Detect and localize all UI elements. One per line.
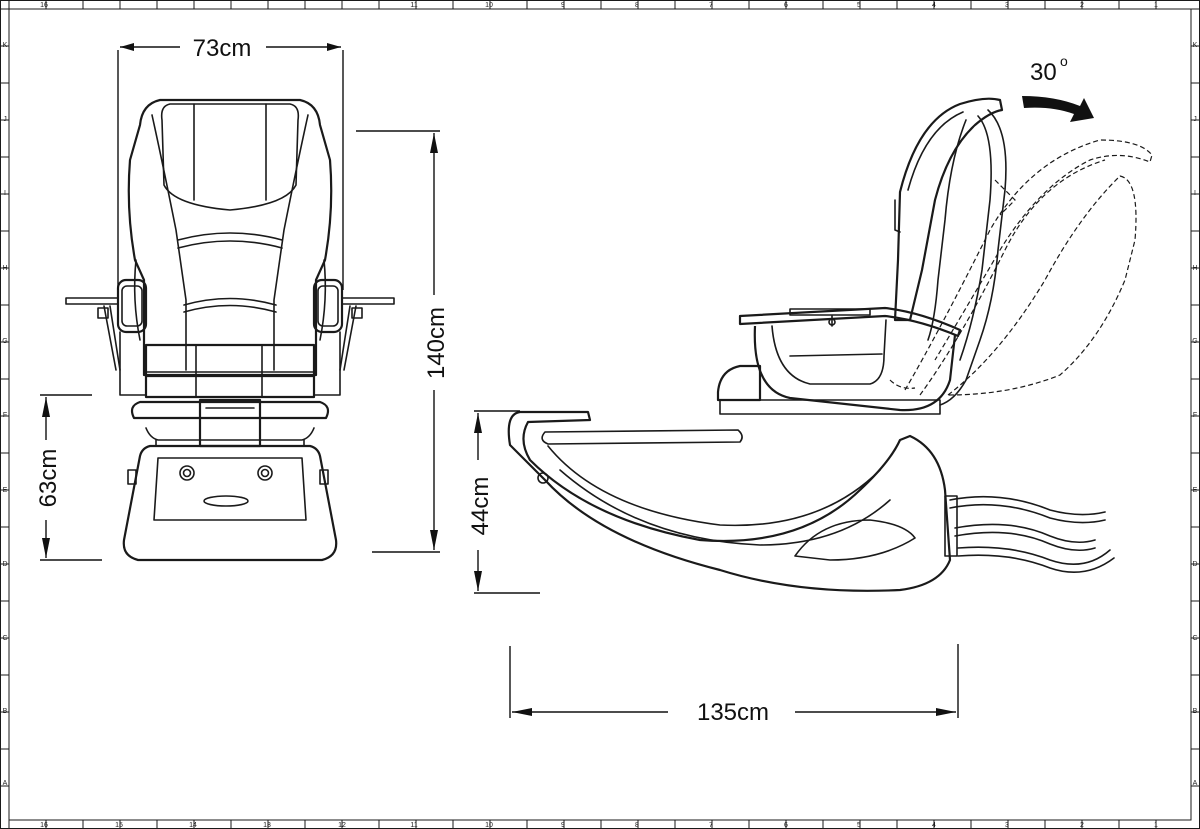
border-grid-label: 8 [635,2,639,9]
border-grid-label: 2 [1080,822,1084,829]
border-grid-label: 2 [1080,2,1084,9]
border-grid-label: B [1193,708,1198,715]
border-grid-label: B [3,708,8,715]
border-grid-label: 11 [410,822,417,829]
border-grid-label: 4 [932,822,936,829]
border-grid-label: 10 [485,822,493,829]
border-grid-label: 4 [932,2,936,9]
recline-degree-symbol: o [1060,53,1068,69]
border-grid-label: 15 [115,822,123,829]
border-grid-label: 3 [1005,822,1009,829]
border-grid-label: 6 [784,822,788,829]
border-grid-label: 6 [784,2,788,9]
border-grid-label: F [1193,412,1197,419]
border-grid-label: 10 [485,2,493,9]
border-grid-label: H [2,265,7,272]
border-grid-label: G [2,338,7,345]
border-grid-label: I [1194,190,1196,197]
border-grid-label: D [1192,561,1197,568]
border-grid-label: E [1193,487,1198,494]
recline-angle-label: 30 [1030,59,1057,86]
seat-height-dimension [40,394,102,561]
border-grid-label: E [3,487,8,494]
border-grid-label: 12 [338,822,346,829]
front-height-label: 140cm [423,307,450,379]
border-grid-label: 5 [857,822,861,829]
border-grid-label: K [3,42,8,49]
front-width-dimension [117,43,344,290]
length-dimension [509,644,959,718]
border-grid-label: 9 [561,822,565,829]
border-grid-label: 7 [709,822,713,829]
border-grid-label: C [1192,635,1197,642]
border-grid-label: H [1192,265,1197,272]
border-grid-label: I [4,190,6,197]
front-view-chair [65,98,395,562]
front-height-dimension [356,130,440,553]
border-grid-label: 5 [857,2,861,9]
recline-arrow-icon [1022,96,1094,122]
border-grid-label: 7 [709,2,713,9]
border-grid-label: 1 [1154,822,1158,829]
length-label: 135cm [697,699,769,726]
basin-height-label: 44cm [467,477,494,536]
border-grid-label: D [2,561,7,568]
border-grid-label: J [1193,116,1197,123]
side-view-chair [507,96,1153,592]
border-grid-label: F [3,412,7,419]
border-grid-label: A [3,780,8,787]
border-grid-label: C [2,635,7,642]
border-grid-label: 16 [40,2,48,9]
border-grid-label: 1 [1154,2,1158,9]
border-grid-label: 11 [410,2,417,9]
border-grid-label: 8 [635,822,639,829]
front-width-label: 73cm [193,35,252,62]
border-grid-label: 9 [561,2,565,9]
border-grid-label: 14 [189,822,197,829]
border-grid-label: G [1192,338,1197,345]
border-grid-label: A [1193,780,1198,787]
seat-height-label: 63cm [35,449,62,508]
border-grid-label: 13 [263,822,271,829]
border-grid-label: 3 [1005,2,1009,9]
border-grid-label: J [3,116,7,123]
border-grid-label: 16 [40,822,48,829]
border-grid-label: K [1193,42,1198,49]
basin-height-dimension [474,410,540,594]
